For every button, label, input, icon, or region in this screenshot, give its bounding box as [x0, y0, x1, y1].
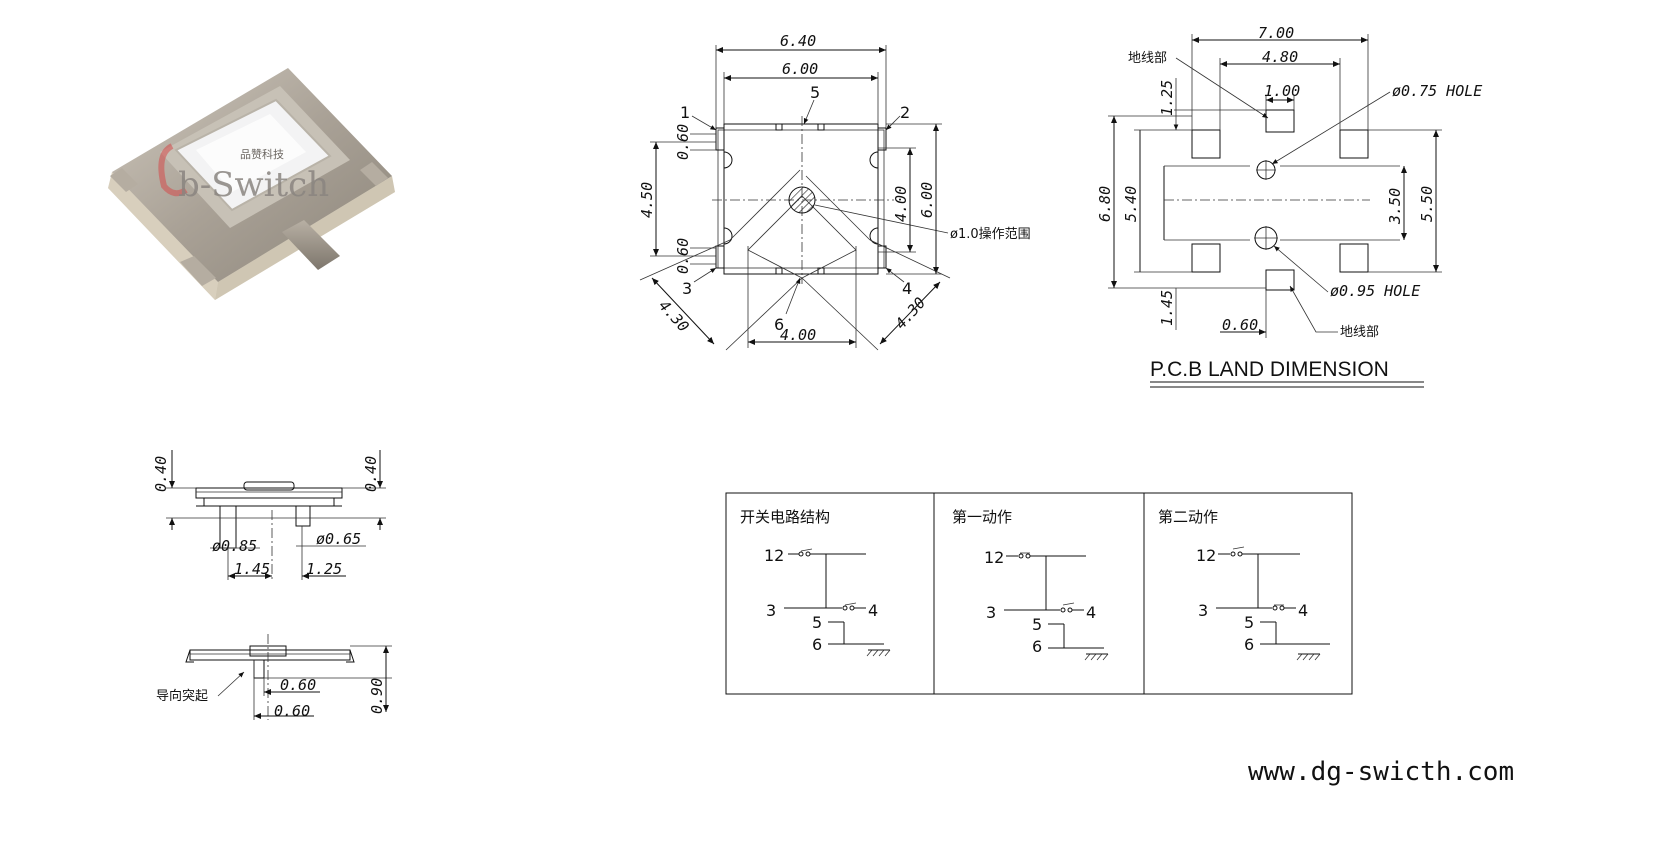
panel-3-title: 第二动作: [1158, 508, 1218, 526]
ground-label-top: 地线部: [1128, 51, 1167, 66]
pcb-title: P.C.B LAND DIMENSION: [1150, 358, 1389, 381]
circuit-table-frame: [725, 492, 1353, 695]
circuit-table: [725, 492, 1353, 695]
panel-2-pin-6: 6: [1032, 637, 1042, 656]
pcb-dim-0.60: 0.60: [1222, 316, 1258, 334]
panel-1-pin-4: 4: [868, 601, 878, 620]
panel-2-pin-12: 12: [984, 548, 1004, 567]
side-dim-d085: ø0.85: [212, 537, 257, 555]
ground-pad-top: [1265, 109, 1295, 133]
dim-4.50: 4.50: [638, 182, 656, 218]
pad-top-left: [1191, 129, 1221, 159]
product-photo: 品赞科技 b-Switch: [108, 68, 395, 300]
panel-3-pin-5: 5: [1244, 613, 1254, 632]
pcb-land-drawing: 7.00 4.80 1.00 1.25 6.80 5.40 1.45 3.50 …: [1096, 24, 1482, 388]
panel-2-pin-3: 3: [986, 603, 996, 622]
pcb-dim-1.45: 1.45: [1158, 290, 1176, 326]
panel-1-pin-12: 12: [764, 546, 784, 565]
front-dim-0.60-b: 0.60: [274, 702, 310, 720]
panel-1-pin-3: 3: [766, 601, 776, 620]
pin-5-label: 5: [810, 83, 820, 102]
panel-3-pin-12: 12: [1196, 546, 1216, 565]
ground-pad-bottom: [1265, 269, 1295, 291]
pcb-dim-1.00: 1.00: [1264, 82, 1300, 100]
guide-protrusion-label: 导向突起: [156, 688, 208, 704]
ground-label-bottom: 地线部: [1340, 325, 1379, 340]
dim-4.00-vert: 4.00: [892, 186, 910, 222]
pin-4-label: 4: [902, 279, 912, 298]
top-view-drawing: ø1.0操作范围 6.40 6.00 4.50 0.60 0.60 4.00 6…: [638, 32, 1031, 351]
pcb-dim-1.25: 1.25: [1158, 80, 1176, 116]
side-dim-0.40-left: 0.40: [152, 456, 170, 492]
pcb-dim-4.80: 4.80: [1262, 48, 1298, 66]
front-dim-0.60-a: 0.60: [280, 676, 316, 694]
panel-3-pin-6: 6: [1244, 635, 1254, 654]
dim-6.40: 6.40: [780, 32, 816, 50]
pcb-dim-5.50: 5.50: [1418, 186, 1436, 222]
panel-1-title: 开关电路结构: [740, 508, 830, 526]
pcb-dim-6.80: 6.80: [1096, 186, 1114, 222]
circuit-panel-2: 第一动作 12 3 4 5 6: [952, 508, 1109, 661]
pin-2-label: 2: [900, 103, 910, 122]
side-dim-0.40-right: 0.40: [362, 456, 380, 492]
panel-1-pin-5: 5: [812, 613, 822, 632]
side-dim-1.45: 1.45: [234, 560, 270, 578]
switch-body-outline: [723, 123, 879, 275]
pcb-dim-5.40: 5.40: [1122, 186, 1140, 222]
pin-3-label: 3: [682, 279, 692, 298]
front-dim-0.90: 0.90: [368, 678, 386, 714]
pad-top-right: [1339, 129, 1369, 159]
pad-bottom-right: [1339, 243, 1369, 273]
dim-6.00: 6.00: [782, 60, 818, 78]
dim-0.60-top: 0.60: [674, 124, 692, 160]
hole-small-label: ø0.75 HOLE: [1392, 82, 1482, 100]
logo-main-text: b-Switch: [178, 165, 329, 205]
dim-4.30-left: 4.30: [655, 297, 693, 336]
pcb-dim-3.50: 3.50: [1386, 188, 1404, 225]
pin-6-label: 6: [774, 315, 784, 334]
dim-4.00-bottom: 4.00: [780, 326, 816, 344]
dim-6.00-vert: 6.00: [918, 182, 936, 218]
panel-2-pin-4: 4: [1086, 603, 1096, 622]
logo-small-text: 品赞科技: [240, 147, 284, 161]
panel-2-pin-5: 5: [1032, 615, 1042, 634]
panel-3-pin-3: 3: [1198, 601, 1208, 620]
pcb-dim-7.00: 7.00: [1258, 24, 1294, 42]
pin-1-label: 1: [680, 103, 690, 122]
panel-1-pin-6: 6: [812, 635, 822, 654]
circuit-panel-1: 开关电路结构 12 3 4 5 6: [740, 508, 891, 657]
front-view-drawing: 0.90 0.60 0.60 导向突起: [156, 634, 392, 720]
dim-0.60-bottom: 0.60: [674, 238, 692, 274]
side-dim-d065: ø0.65: [316, 530, 361, 548]
panel-2-title: 第一动作: [952, 508, 1012, 526]
website-url[interactable]: www.dg-swicth.com: [1248, 757, 1514, 787]
side-view-drawing: 0.40 0.40 ø0.85 ø0.65 1.45 1.25: [152, 450, 386, 580]
side-dim-1.25: 1.25: [306, 560, 342, 578]
pad-bottom-left: [1191, 243, 1221, 273]
panel-3-pin-4: 4: [1298, 601, 1308, 620]
operating-range-label: ø1.0操作范围: [950, 226, 1031, 242]
hole-large-label: ø0.95 HOLE: [1330, 282, 1420, 300]
circuit-panel-3: 第二动作 12 3 4 5 6: [1158, 508, 1330, 661]
